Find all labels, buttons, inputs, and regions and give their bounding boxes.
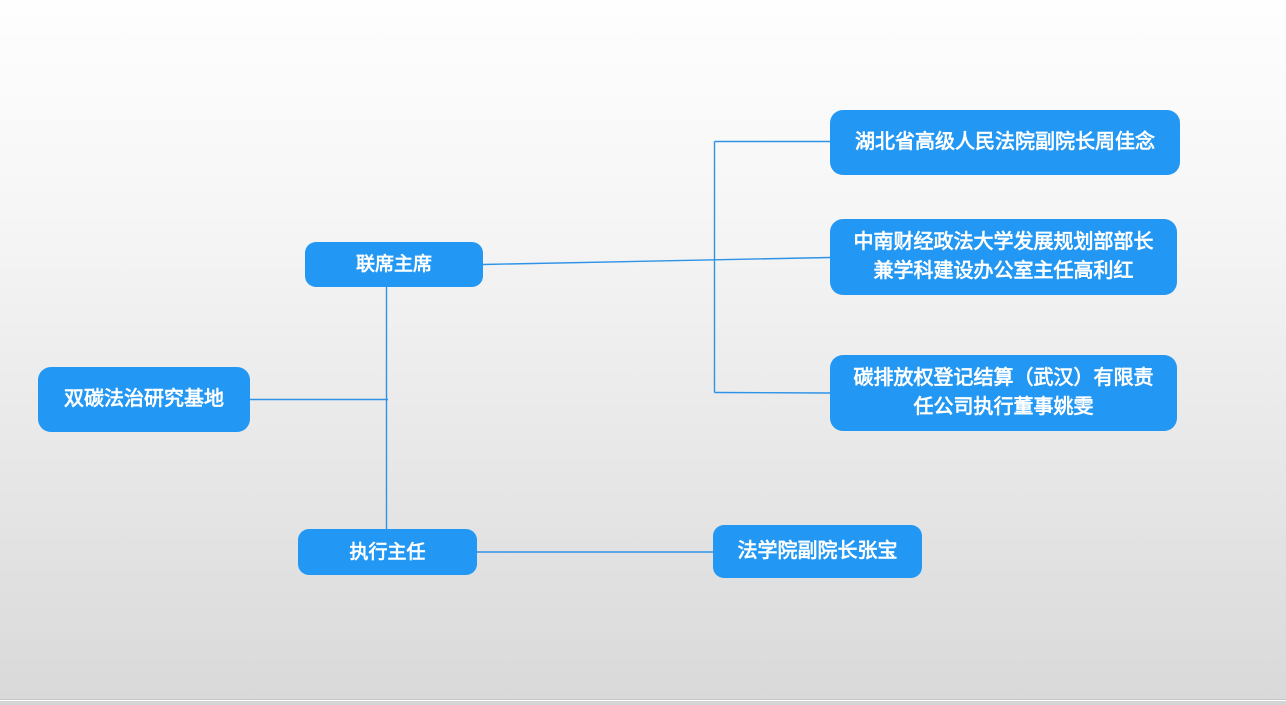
node-label-line: 兼学科建设办公室主任高利红 [873, 260, 1134, 282]
node-label-line: 碳排放权登记结算（武汉）有限责 [853, 367, 1154, 389]
node-cochair-member-gao-lihong[interactable]: 中南财经政法大学发展规划部部长 兼学科建设办公室主任高利红 [830, 219, 1177, 295]
node-cochair-member-zhou-jianian[interactable]: 湖北省高级人民法院副院长周佳念 [830, 110, 1180, 175]
node-label-line: 执行主任 [349, 541, 426, 563]
node-label-line: 湖北省高级人民法院副院长周佳念 [855, 131, 1155, 153]
node-label-line: 任公司执行董事姚雯 [913, 396, 1094, 418]
canvas-bottom-strip [0, 701, 1286, 705]
node-exec-member-zhang-bao[interactable]: 法学院副院长张宝 [713, 525, 922, 578]
node-cochair-member-yao-wen[interactable]: 碳排放权登记结算（武汉）有限责 任公司执行董事姚雯 [830, 355, 1177, 431]
node-label-line: 双碳法治研究基地 [64, 388, 224, 410]
node-label-line: 中南财经政法大学发展规划部部长 [853, 231, 1154, 253]
node-research-base[interactable]: 双碳法治研究基地 [38, 367, 250, 432]
node-co-chairman[interactable]: 联席主席 [305, 242, 483, 287]
node-label-line: 联席主席 [355, 254, 432, 275]
node-executive-director[interactable]: 执行主任 [298, 529, 477, 575]
node-label-line: 法学院副院长张宝 [737, 540, 898, 562]
